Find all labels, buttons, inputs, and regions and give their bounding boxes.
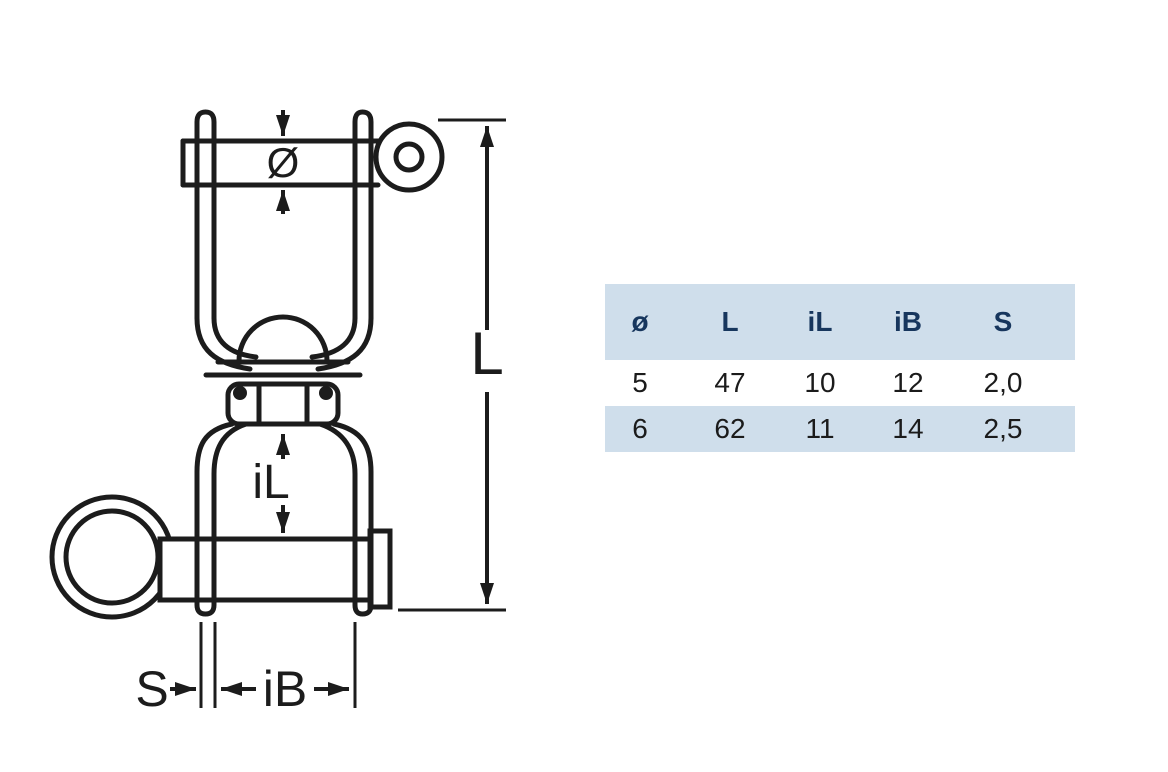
col-header-diameter: ø <box>631 306 649 337</box>
upper-jaw <box>194 109 374 372</box>
cell-thickness: 2,5 <box>983 413 1023 444</box>
table-row: 5 47 10 12 2,0 <box>605 360 1075 406</box>
diameter-label: Ø <box>267 139 300 186</box>
cell-length: 62 <box>714 413 746 444</box>
pin-eye <box>373 121 445 193</box>
shackle-body <box>49 109 445 620</box>
spec-table: ø L iL iB S 5 47 10 12 2,0 6 62 11 14 2,… <box>605 284 1075 452</box>
col-header-inner-width: iB <box>894 306 922 337</box>
bottom-ring <box>49 494 175 620</box>
inner-width-label: iB <box>263 661 307 717</box>
dimension-extension-lines <box>199 622 357 708</box>
dimension-lines <box>170 110 506 708</box>
table-row: 6 62 11 14 2,5 <box>605 406 1075 452</box>
cell-diameter: 5 <box>632 367 648 398</box>
cell-inner-width: 14 <box>892 413 924 444</box>
col-header-inner-length: iL <box>807 306 833 337</box>
hex-nut <box>225 381 341 427</box>
col-header-length: L <box>721 306 739 337</box>
dimension-overall-length <box>398 118 506 612</box>
cell-inner-length: 11 <box>805 413 835 444</box>
lower-jaw <box>194 421 374 617</box>
swivel-joint <box>203 314 363 378</box>
thickness-label: S <box>135 661 168 717</box>
cell-diameter: 6 <box>632 413 648 444</box>
technical-drawing: Ø L iL S iB <box>49 109 506 717</box>
spec-table-header-row: ø L iL iB S <box>605 284 1075 360</box>
inner-length-label: iL <box>252 456 289 509</box>
cell-inner-width: 12 <box>892 367 924 398</box>
col-header-thickness: S <box>993 306 1013 337</box>
length-label: L <box>470 320 503 387</box>
cell-thickness: 2,0 <box>983 367 1023 398</box>
cell-length: 47 <box>714 367 746 398</box>
cell-inner-length: 10 <box>804 367 836 398</box>
